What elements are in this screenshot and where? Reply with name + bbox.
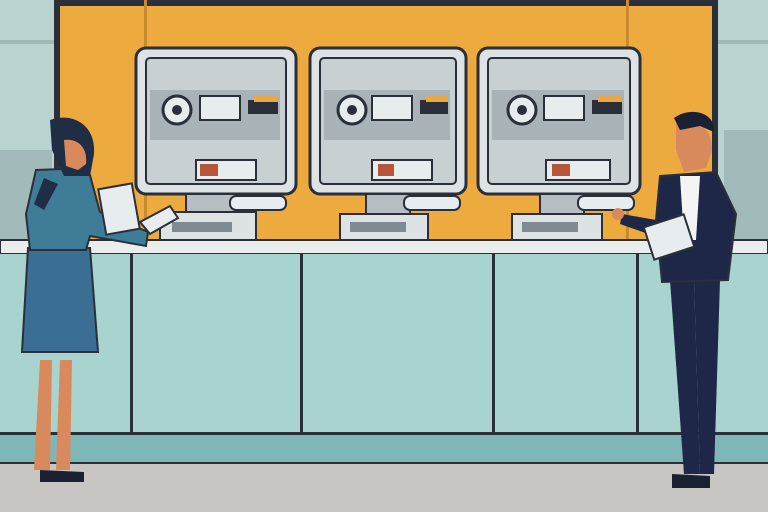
kiosk-bases xyxy=(159,211,603,243)
monitor-right xyxy=(476,46,642,215)
counter xyxy=(0,239,768,462)
monitor-center xyxy=(308,46,468,215)
woman-figure xyxy=(20,117,180,482)
monitor-left xyxy=(134,46,298,215)
man-figure xyxy=(612,111,738,488)
floor xyxy=(0,462,768,512)
